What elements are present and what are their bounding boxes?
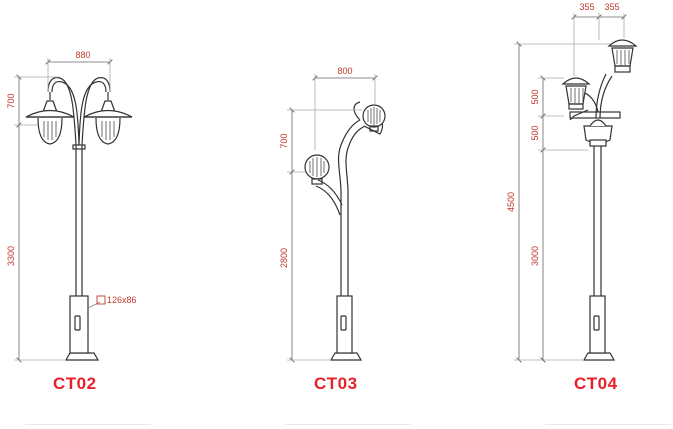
divider-left: [25, 424, 151, 425]
divider-right: [545, 424, 671, 425]
pole-ct03: [304, 101, 386, 361]
ct03-width-dim: 800: [337, 66, 352, 76]
ct03-top-dim: 700: [279, 133, 289, 148]
ct03-height-dim: 2800: [279, 248, 289, 268]
label-ct03: CT03: [314, 374, 358, 393]
ct04-upper-dim: 500: [530, 89, 540, 104]
ct02-section-dim: 126x86: [107, 295, 137, 305]
dimensions-ct04: [514, 13, 624, 360]
pole-ct04: [561, 39, 638, 361]
ct04-total-dim: 4500: [506, 192, 516, 212]
divider-center: [285, 424, 411, 425]
ct02-height-dim: 3300: [6, 246, 16, 266]
ct04-middle-dim: 500: [530, 125, 540, 140]
ct02-width-dim: 880: [75, 50, 90, 60]
label-ct02: CT02: [53, 374, 97, 393]
ct04-left-dim: 355: [579, 2, 594, 12]
ct02-section-icon: [96, 295, 106, 305]
pole-ct02: [25, 77, 133, 361]
label-ct04: CT04: [574, 374, 618, 393]
dimensions-ct03: [287, 74, 375, 360]
dimensions-ct02: [14, 58, 110, 360]
ct02-top-dim: 700: [6, 93, 16, 108]
ct04-right-dim: 355: [604, 2, 619, 12]
ct04-height-dim: 3000: [530, 246, 540, 266]
